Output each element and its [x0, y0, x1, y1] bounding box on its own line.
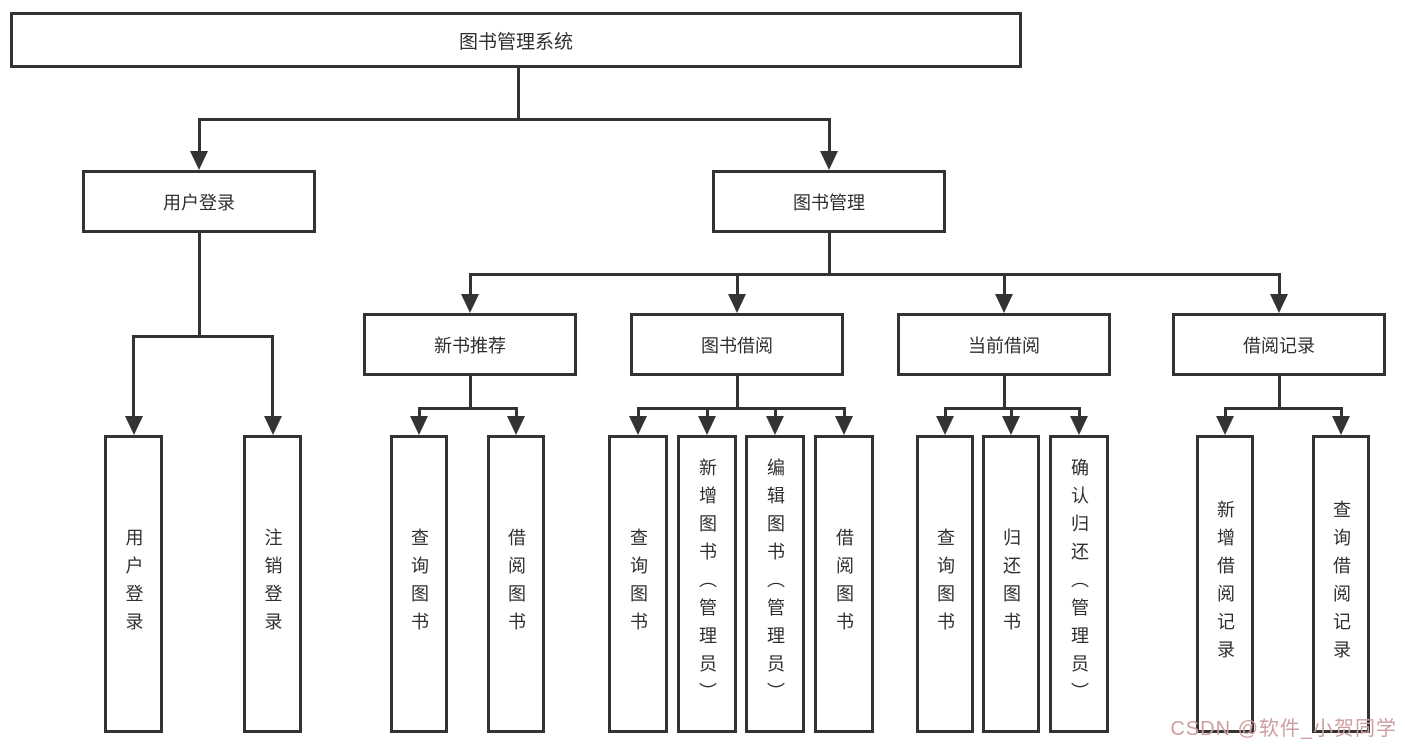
connector-line	[468, 273, 1281, 276]
node-new-book-recommend: 新书推荐	[363, 313, 577, 376]
leaf-user-login-label: 用户登录	[123, 528, 144, 640]
leaf-query-books-3: 查询图书	[916, 435, 974, 733]
leaf-return-books: 归还图书	[982, 435, 1040, 733]
arrow-down-icon	[995, 294, 1013, 313]
node-borrow-records-label: 借阅记录	[1243, 335, 1315, 356]
leaf-add-book-admin: 新增图书（管理员）	[677, 435, 737, 733]
connector-line	[773, 407, 777, 423]
connector-line	[468, 273, 472, 301]
node-user-login-label: 用户登录	[163, 192, 235, 213]
arrow-down-icon	[1070, 416, 1088, 435]
connector-line	[197, 233, 201, 338]
connector-line	[1009, 407, 1013, 423]
arrow-down-icon	[1216, 416, 1234, 435]
leaf-query-books-1-label: 查询图书	[409, 528, 429, 640]
arrow-down-icon	[263, 416, 282, 435]
csdn-watermark: CSDN @软件_小贺同学	[1170, 718, 1397, 740]
arrow-down-icon	[124, 416, 143, 435]
connector-line	[1277, 273, 1281, 301]
leaf-borrow-books-1-label: 借阅图书	[506, 528, 526, 640]
leaf-return-books-label: 归还图书	[1001, 528, 1021, 640]
arrow-down-icon	[410, 416, 428, 435]
leaf-query-borrow-record-label: 查询借阅记录	[1331, 500, 1351, 668]
connector-line	[132, 335, 274, 338]
connector-line	[636, 407, 640, 423]
arrow-down-icon	[936, 416, 954, 435]
arrow-down-icon	[1270, 294, 1288, 313]
leaf-query-books-1: 查询图书	[390, 435, 448, 733]
arrow-down-icon	[461, 294, 479, 313]
arrow-down-icon	[1002, 416, 1020, 435]
connector-line	[636, 407, 846, 410]
node-borrow-records: 借阅记录	[1172, 313, 1386, 376]
arrow-down-icon	[190, 151, 208, 170]
connector-line	[735, 273, 739, 301]
arrow-down-icon	[728, 294, 746, 313]
node-current-borrow-label: 当前借阅	[968, 335, 1040, 356]
node-current-borrow: 当前借阅	[897, 313, 1111, 376]
leaf-borrow-books-2: 借阅图书	[814, 435, 874, 733]
node-book-borrow-label: 图书借阅	[701, 335, 773, 356]
connector-line	[705, 407, 709, 423]
node-book-management-label: 图书管理	[793, 192, 865, 213]
connector-line	[735, 376, 739, 410]
connector-line	[943, 407, 947, 423]
connector-line	[1223, 407, 1343, 410]
connector-line	[197, 118, 831, 121]
leaf-query-books-2-label: 查询图书	[628, 528, 648, 640]
node-user-login: 用户登录	[82, 170, 316, 233]
arrow-down-icon	[507, 416, 525, 435]
leaf-confirm-return-admin: 确认归还（管理员）	[1049, 435, 1109, 733]
connector-line	[271, 335, 274, 423]
node-root: 图书管理系统	[10, 12, 1022, 68]
leaf-borrow-books-2-label: 借阅图书	[834, 528, 854, 640]
leaf-user-login: 用户登录	[104, 435, 163, 733]
arrow-down-icon	[698, 416, 716, 435]
node-book-borrow: 图书借阅	[630, 313, 844, 376]
node-root-label: 图书管理系统	[458, 31, 573, 53]
connector-line	[1223, 407, 1227, 423]
leaf-query-borrow-record: 查询借阅记录	[1312, 435, 1370, 733]
connector-line	[197, 118, 201, 158]
connector-line	[516, 68, 520, 121]
leaf-borrow-books-1: 借阅图书	[487, 435, 545, 733]
connector-line	[1002, 376, 1006, 410]
leaf-logout: 注销登录	[243, 435, 302, 733]
arrow-down-icon	[1332, 416, 1350, 435]
leaf-edit-book-admin-label: 编辑图书（管理员）	[765, 458, 785, 710]
leaf-query-books-3-label: 查询图书	[935, 528, 955, 640]
leaf-logout-label: 注销登录	[262, 528, 283, 640]
arrow-down-icon	[820, 151, 838, 170]
leaf-add-book-admin-label: 新增图书（管理员）	[697, 458, 717, 710]
connector-line	[132, 335, 135, 423]
connector-line	[1077, 407, 1081, 423]
node-book-management: 图书管理	[712, 170, 946, 233]
arrow-down-icon	[766, 416, 784, 435]
connector-line	[827, 118, 831, 158]
connector-line	[514, 407, 518, 423]
leaf-add-borrow-record-label: 新增借阅记录	[1215, 500, 1235, 668]
connector-line	[417, 407, 518, 410]
connector-line	[1277, 376, 1281, 410]
arrow-down-icon	[629, 416, 647, 435]
connector-line	[842, 407, 846, 423]
leaf-confirm-return-admin-label: 确认归还（管理员）	[1069, 458, 1089, 710]
arrow-down-icon	[835, 416, 853, 435]
connector-line	[827, 233, 831, 276]
connector-line	[417, 407, 421, 423]
connector-line	[1339, 407, 1343, 423]
connector-line	[1002, 273, 1006, 301]
connector-line	[468, 376, 472, 410]
leaf-edit-book-admin: 编辑图书（管理员）	[745, 435, 805, 733]
node-new-book-recommend-label: 新书推荐	[434, 335, 506, 356]
leaf-query-books-2: 查询图书	[608, 435, 668, 733]
leaf-add-borrow-record: 新增借阅记录	[1196, 435, 1254, 733]
